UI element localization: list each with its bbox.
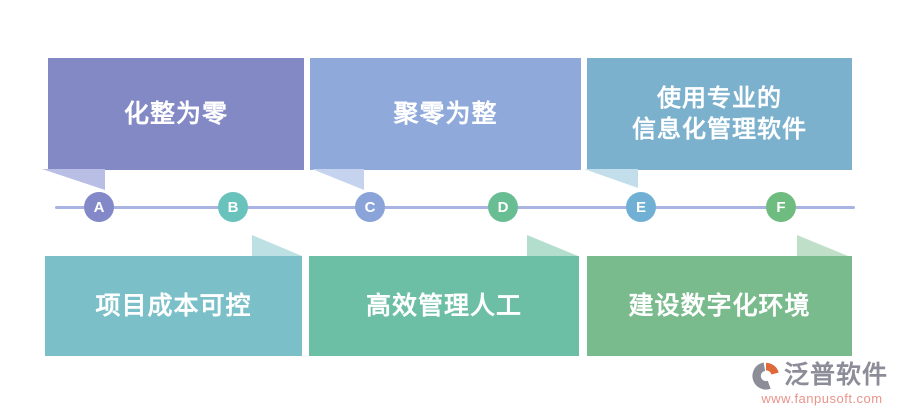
timeline-marker-e: E [626,192,656,222]
bottom-bubble-1: 项目成本可控 [45,256,302,356]
bottom-bubble-3-label: 建设数字化环境 [628,291,811,320]
top-bubble-1: 化整为零 [48,58,304,170]
timeline-marker-letter: F [776,198,786,216]
timeline-marker-c: C [355,192,385,222]
timeline-marker-d: D [488,192,518,222]
timeline-marker-letter: A [93,198,105,216]
brand-name: 泛普软件 [784,360,889,389]
timeline-marker-letter: D [497,198,509,216]
bottom-bubble-3: 建设数字化环境 [587,256,852,356]
top-bubble-3: 使用专业的 信息化管理软件 [587,58,852,170]
brand-url: www.fanpusoft.com [761,391,883,406]
timeline-marker-b: B [218,192,248,222]
top-bubble-2-label: 聚零为整 [393,99,498,128]
bottom-bubble-2-tail [527,235,578,256]
top-bubble-1-label: 化整为零 [123,99,228,128]
top-bubble-2-tail [312,169,364,190]
timeline-line [55,206,855,209]
top-bubble-3-label: 使用专业的 信息化管理软件 [632,84,807,143]
bottom-bubble-3-tail [797,235,848,256]
bottom-bubble-2: 高效管理人工 [309,256,579,356]
bottom-bubble-1-tail [252,235,302,256]
timeline-marker-letter: C [364,198,376,216]
timeline-marker-letter: E [635,198,646,216]
top-bubble-2: 聚零为整 [310,58,581,170]
top-bubble-3-tail [584,169,638,188]
brand-logo: 泛普软件 www.fanpusoft.com [751,360,893,406]
timeline-marker-letter: B [227,198,239,216]
timeline-marker-a: A [84,192,114,222]
fanpu-logo-icon [752,362,780,390]
timeline-marker-f: F [766,192,796,222]
bottom-bubble-2-label: 高效管理人工 [365,291,522,320]
top-bubble-1-tail [42,169,105,190]
bottom-bubble-1-label: 项目成本可控 [95,291,252,320]
